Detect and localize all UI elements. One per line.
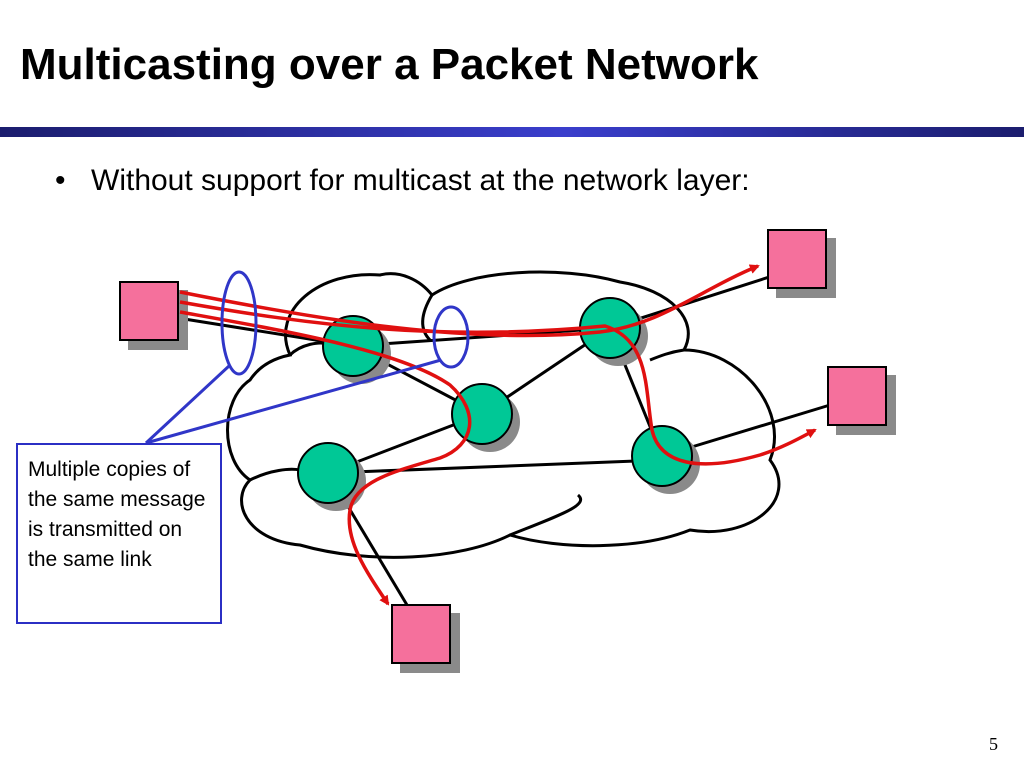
hosts [119, 229, 896, 673]
source-host [119, 281, 188, 350]
message-paths [179, 264, 817, 606]
path-to-right [179, 300, 817, 466]
highlight-ellipse-middle [432, 305, 470, 369]
duplicate-link-highlights [144, 270, 470, 445]
callout-pointer-right [145, 358, 442, 445]
bullet-item: • Without support for multicast at the ne… [55, 164, 750, 198]
slide-title: Multicasting over a Packet Network [20, 40, 759, 89]
dest-host-right [827, 366, 896, 435]
callout-box: Multiple copies of the same message is t… [16, 443, 222, 624]
dest-host-top-right [767, 229, 836, 298]
path-to-bottom [179, 310, 472, 606]
path-to-top-right [179, 264, 760, 338]
bullet-text: Without support for multicast at the net… [91, 164, 750, 197]
page-number: 5 [989, 734, 998, 754]
router-3 [451, 383, 520, 452]
dest-host-bottom [391, 604, 460, 673]
callout-pointer-left [144, 364, 231, 445]
bullet-marker: • [55, 164, 66, 197]
title-divider [0, 127, 1024, 137]
highlight-ellipse-left [220, 270, 258, 376]
router-5 [631, 425, 700, 494]
router-4 [297, 442, 366, 511]
